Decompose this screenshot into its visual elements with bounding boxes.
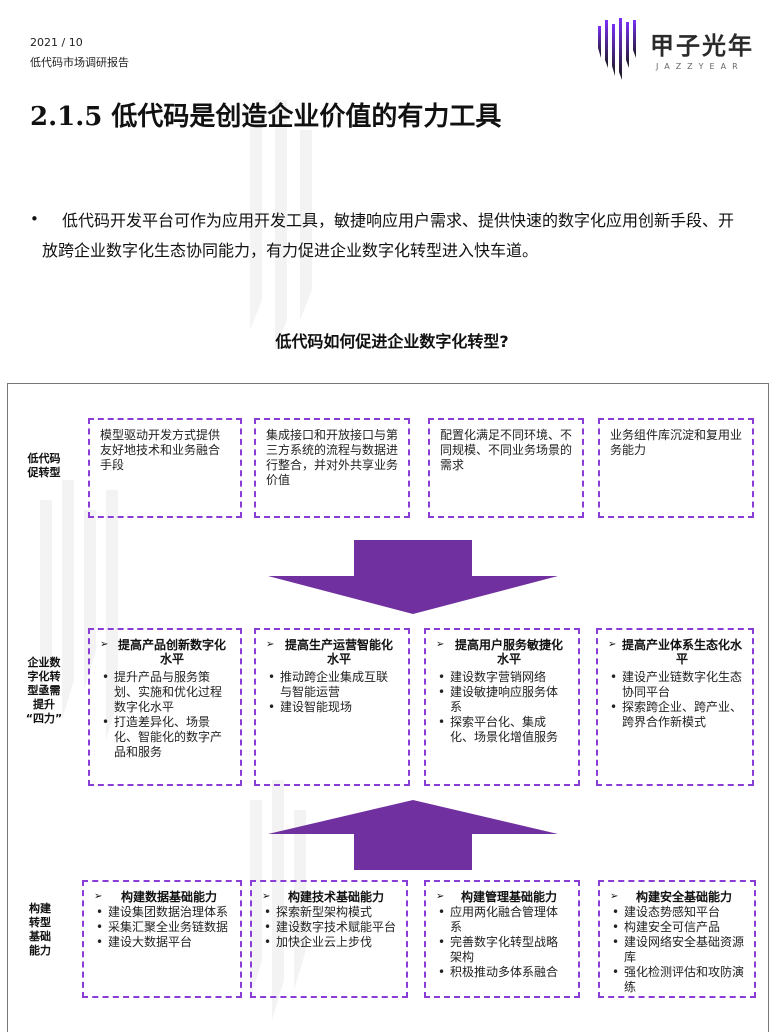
up-arrow-icon — [268, 800, 558, 870]
row1-box-4: 业务组件库沉淀和复用业务能力 — [598, 418, 754, 518]
list-item: 构建安全可信产品 — [610, 920, 744, 935]
list-item: 探索平台化、集成化、场景化增值服务 — [436, 715, 568, 745]
pointer-icon: ➢ — [100, 639, 109, 650]
pointer-icon: ➢ — [436, 639, 445, 650]
list-item: 建设网络安全基础资源库 — [610, 935, 744, 965]
bullet-marker: • — [30, 210, 39, 228]
pointer-icon: ➢ — [610, 891, 619, 902]
list-item: 建设集团数据治理体系 — [94, 905, 230, 920]
list-item: 建设态势感知平台 — [610, 905, 744, 920]
row3-box-4: ➢构建安全基础能力 建设态势感知平台 构建安全可信产品 建设网络安全基础资源库 … — [598, 880, 756, 998]
list-item: 积极推动多体系融合 — [436, 965, 568, 980]
row2-box-4: ➢ 提高产业体系生态化水平 建设产业链数字化生态协同平台 探索跨企业、跨产业、跨界… — [596, 628, 754, 786]
report-date: 2021 / 10 — [30, 36, 83, 49]
list-item: 应用两化融合管理体系 — [436, 905, 568, 935]
row1-box-1-text: 模型驱动开发方式提供友好地技术和业务融合手段 — [100, 428, 221, 472]
row3-box-3: ➢ 构建管理基础能力 应用两化融合管理体系 完善数字化转型战略架构 积极推动多体系… — [424, 880, 580, 998]
row1-box-4-text: 业务组件库沉淀和复用业务能力 — [610, 428, 743, 457]
row3-box-4-title: 构建安全基础能力 — [635, 890, 732, 904]
logo-bars-icon — [598, 18, 636, 80]
pointer-icon: ➢ — [94, 891, 103, 902]
row2-box-2: ➢ 提高生产运营智能化水平 推动跨企业集成互联与智能运营 建设智能现场 — [254, 628, 410, 786]
report-subtitle: 低代码市场调研报告 — [30, 56, 129, 69]
row3-box-1-title: 构建数据基础能力 — [120, 890, 217, 904]
row1-box-3: 配置化满足不同环境、不同规模、不同业务场景的需求 — [428, 418, 584, 518]
page-title: 2.1.5 低代码是创造企业价值的有力工具 — [30, 102, 502, 132]
row1-box-2-text: 集成接口和开放接口与第三方系统的流程与数据进行整合，并对外共享业务价值 — [266, 428, 399, 487]
row3-box-2: ➢ 构建技术基础能力 探索新型架构模式 建设数字技术赋能平台 加快企业云上步伐 — [250, 880, 408, 998]
list-item: 探索跨企业、跨产业、跨界合作新模式 — [608, 700, 742, 730]
row2-box-3-title: 提高用户服务敏捷化水平 — [454, 638, 563, 666]
figure-frame — [7, 383, 769, 1032]
list-item: 加快企业云上步伐 — [262, 935, 396, 950]
row3-box-2-title: 构建技术基础能力 — [287, 890, 384, 904]
list-item: 打造差异化、场景化、智能化的数字产品和服务 — [100, 715, 230, 760]
logo-text-cn: 甲子光年 — [650, 31, 754, 60]
list-item: 提升产品与服务策划、实施和优化过程数字化水平 — [100, 670, 230, 715]
list-item: 强化检测评估和攻防演练 — [610, 965, 744, 995]
row-label-lowcode: 低代码 促转型 — [27, 452, 61, 479]
pointer-icon: ➢ — [266, 639, 275, 650]
row2-box-4-title: 提高产业体系生态化水平 — [622, 638, 743, 666]
brand-logo: 甲子光年 JAZZYEAR — [596, 18, 776, 80]
list-item: 建设大数据平台 — [94, 935, 230, 950]
list-item: 建设产业链数字化生态协同平台 — [608, 670, 742, 700]
list-item: 推动跨企业集成互联与智能运营 — [266, 670, 398, 700]
list-item: 建设数字营销网络 — [436, 670, 568, 685]
row-label-four-forces: 企业数 字化转 型亟需 提升 “四力” — [25, 656, 63, 725]
pointer-icon: ➢ — [608, 639, 617, 650]
logo-text-en: JAZZYEAR — [656, 62, 744, 71]
pointer-icon: ➢ — [262, 891, 271, 902]
intro-paragraph: 低代码开发平台可作为应用开发工具，敏捷响应用户需求、提供快速的数字化应用创新手段… — [42, 211, 735, 260]
list-item: 探索新型架构模式 — [262, 905, 396, 920]
row2-box-2-title: 提高生产运营智能化水平 — [284, 638, 393, 666]
list-item: 采集汇聚全业务链数据 — [94, 920, 230, 935]
row3-box-1: ➢ 构建数据基础能力 建设集团数据治理体系 采集汇聚全业务链数据 建设大数据平台 — [82, 880, 242, 998]
down-arrow-icon — [268, 540, 558, 614]
row1-box-1: 模型驱动开发方式提供友好地技术和业务融合手段 — [88, 418, 242, 518]
row2-box-1-title: 提高产品创新数字化水平 — [117, 638, 226, 666]
row2-box-1: ➢ 提高产品创新数字化水平 提升产品与服务策划、实施和优化过程数字化水平 打造差异… — [88, 628, 242, 786]
row1-box-2: 集成接口和开放接口与第三方系统的流程与数据进行整合，并对外共享业务价值 — [254, 418, 410, 518]
list-item: 建设数字技术赋能平台 — [262, 920, 396, 935]
figure-title: 低代码如何促进企业数字化转型? — [275, 332, 509, 351]
list-item: 完善数字化转型战略架构 — [436, 935, 568, 965]
row-label-foundation: 构建 转型 基础 能力 — [29, 902, 51, 957]
list-item: 建设敏捷响应服务体系 — [436, 685, 568, 715]
list-item: 建设智能现场 — [266, 700, 398, 715]
row3-box-3-title: 构建管理基础能力 — [460, 890, 557, 904]
row2-box-3: ➢ 提高用户服务敏捷化水平 建设数字营销网络 建设敏捷响应服务体系 探索平台化、集… — [424, 628, 580, 786]
pointer-icon: ➢ — [436, 891, 445, 902]
row1-box-3-text: 配置化满足不同环境、不同规模、不同业务场景的需求 — [440, 428, 573, 472]
